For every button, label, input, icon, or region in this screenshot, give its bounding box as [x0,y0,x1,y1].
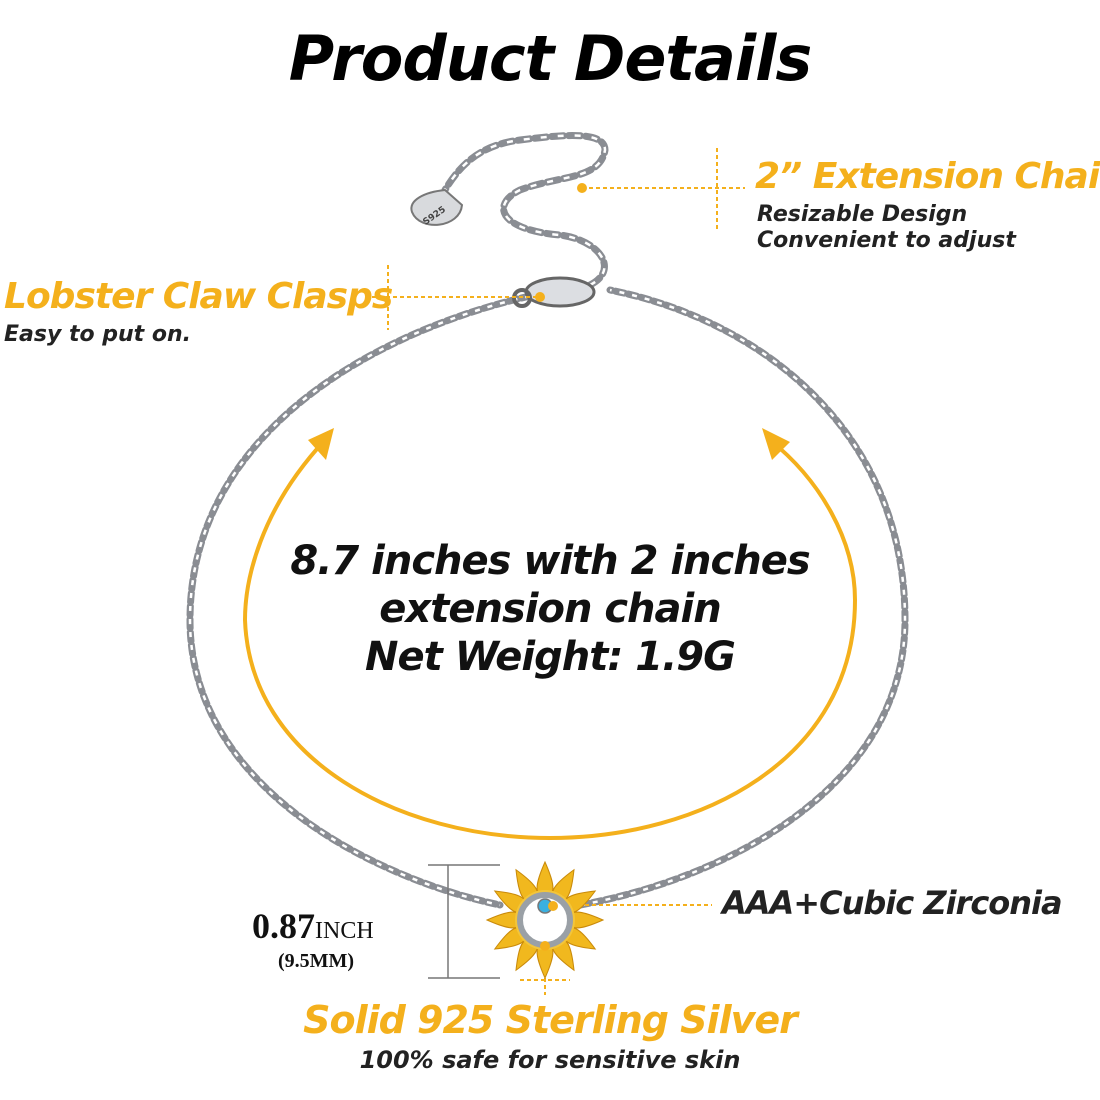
size-value: 0.87 [252,906,315,946]
size-bracket [428,864,500,979]
size-label: 0.87INCH [252,905,374,947]
clasp-line1: Easy to put on. [4,322,191,347]
length-arrow-arc [242,438,858,841]
material-title: Solid 925 Sterling Silver [303,998,798,1042]
extension-text: extension chain [379,586,721,632]
extension-chain-line2: Convenient to adjust [757,228,1016,253]
sun-pendant [485,860,605,980]
extension-chain-line1: Resizable Design [757,202,968,227]
size-unit: INCH [315,918,374,944]
lobster-clasp [524,276,596,308]
arrowhead-right [762,428,790,460]
size-mm: (9.5MM) [278,950,355,972]
arrowhead-left [308,428,334,460]
clasp-title: Lobster Claw Clasps [4,276,393,317]
page-title: Product Details [288,22,813,95]
weight-text: Net Weight: 1.9G [365,634,736,680]
callout-lines [365,148,745,995]
extension-chain-title: 2” Extension Chain [755,156,1100,197]
tag-charm: S925 [410,188,464,228]
material-line1: 100% safe for sensitive skin [359,1046,741,1074]
stone-label: AAA+Cubic Zirconia [722,884,1063,922]
length-text: 8.7 inches with 2 inches [290,538,810,584]
extension-chain [441,132,609,289]
